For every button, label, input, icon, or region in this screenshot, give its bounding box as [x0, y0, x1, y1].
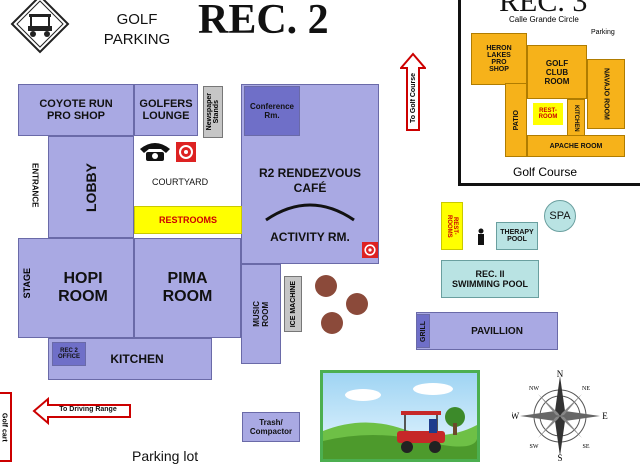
- newspaper-stands: Newspaper Stands: [203, 86, 223, 138]
- swimming-pool: REC. II SWIMMING POOL: [441, 260, 539, 298]
- patio-tables: [315, 275, 368, 334]
- compass-ne: NE: [582, 386, 590, 392]
- fire-alarm-icon: [176, 142, 196, 167]
- to-driving-range-arrow: To Driving Range: [32, 396, 132, 426]
- golf-cart-illustration: [320, 370, 480, 462]
- rec2-title: REC. 2: [198, 0, 329, 43]
- parking-lot-label: Parking lot: [132, 448, 199, 464]
- rec3-panel: REC. 3 Calle Grande Circle Parking HERON…: [458, 0, 640, 186]
- partial-left-label: Golf cart: [0, 412, 8, 442]
- to-golf-course-arrow: To Golf Course: [398, 52, 428, 132]
- music-room: MUSIC ROOM: [241, 264, 281, 364]
- rec3-parking-label: Parking: [591, 29, 615, 36]
- compass-s: S: [557, 453, 562, 462]
- partial-left-arrow: Golf cart: [0, 392, 12, 462]
- compass-rose-icon: N S W E NW NE SW SE: [511, 369, 609, 463]
- r2-rendezvous-cafe-activity-room: [241, 84, 379, 264]
- trash-compactor: Trash/ Compactor: [242, 412, 300, 442]
- compass-w: W: [512, 411, 520, 421]
- compass-e: E: [602, 411, 608, 421]
- spa: SPA: [544, 200, 576, 232]
- to-golf-course-label: To Golf Course: [409, 72, 417, 124]
- golf-club-room: GOLF CLUB ROOM: [527, 45, 587, 99]
- coyote-run-pro-shop: COYOTE RUN PRO SHOP: [18, 84, 134, 136]
- street-label: Calle Grande Circle: [509, 15, 579, 24]
- therapy-pool: THERAPY POOL: [496, 222, 538, 250]
- hopi-room: HOPI ROOM: [18, 238, 134, 338]
- rendezvous-cafe-label: R2 RENDEZVOUS CAFÉ: [258, 166, 362, 195]
- golf-parking-label: GOLF PARKING: [103, 11, 171, 48]
- entrance-label: ENTRANCE: [30, 162, 40, 208]
- rec2-office: REC 2 OFFICE: [52, 342, 86, 366]
- golf-cart-sign-icon: [10, 0, 70, 54]
- outdoor-restrooms: REST- ROOMS: [441, 202, 463, 250]
- apache-room: APACHE ROOM: [527, 135, 625, 157]
- navajo-room: NAVAJO ROOM: [587, 59, 625, 129]
- compass-n: N: [557, 370, 564, 379]
- fire-alarm-icon: [362, 242, 378, 263]
- compass-nw: NW: [529, 386, 539, 392]
- pavillion: PAVILLION: [416, 312, 558, 350]
- rec3-restroom: REST- ROOM: [533, 103, 563, 125]
- ice-machine: ICE MACHINE: [284, 276, 302, 332]
- stage-label: STAGE: [22, 267, 32, 299]
- compass-se: SE: [582, 444, 589, 450]
- cafe-arch-decoration: [265, 203, 355, 222]
- activity-room-label: ACTIVITY RM.: [270, 230, 350, 244]
- golfers-lounge: GOLFERS LOUNGE: [134, 84, 198, 136]
- telephone-icon: [138, 140, 172, 167]
- grill: GRILL: [416, 314, 430, 348]
- courtyard-label: COURTYARD: [152, 177, 209, 187]
- rec3-title: REC. 3: [499, 0, 588, 18]
- to-driving-range-label: To Driving Range: [59, 406, 117, 413]
- pima-room: PIMA ROOM: [134, 238, 241, 338]
- compass-sw: SW: [530, 444, 539, 450]
- conference-room: Conference Rm.: [244, 86, 300, 136]
- restroom-person-icon: [476, 228, 486, 251]
- heron-lakes-pro-shop: HERON LAKES PRO SHOP: [471, 33, 527, 85]
- patio: PATIO: [505, 83, 527, 157]
- rec3-kitchen: KITCHEN: [567, 99, 585, 137]
- golf-course-label: Golf Course: [513, 165, 578, 179]
- lobby: LOBBY: [48, 136, 134, 238]
- restrooms: RESTROOMS: [134, 206, 242, 234]
